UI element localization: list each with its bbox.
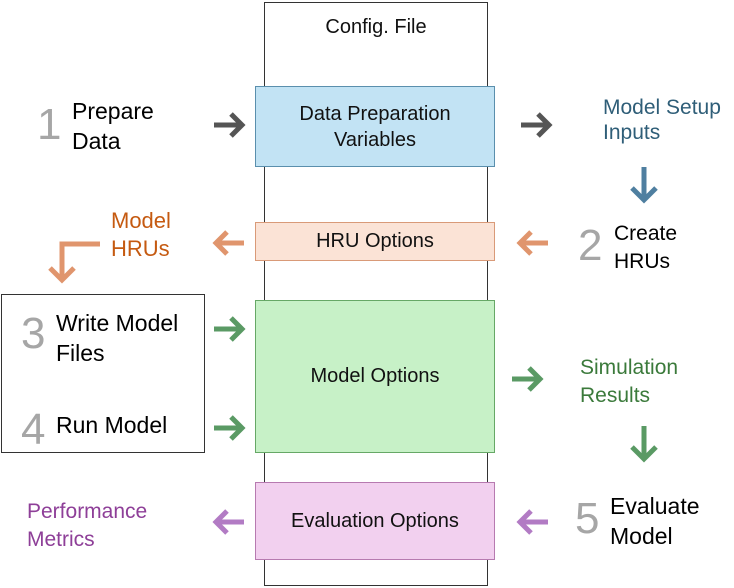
hru-options-label: HRU Options	[316, 230, 434, 252]
model-setup-inputs-line2: Inputs	[603, 120, 661, 144]
step-2-label: Create HRUs	[614, 222, 677, 275]
step-5-number: 5	[575, 494, 600, 543]
simulation-results-label: Simulation Results	[580, 356, 678, 409]
step-3-line2: Files	[56, 340, 105, 367]
arrow-right-icon	[521, 112, 553, 138]
bent-arrow-down-icon	[48, 241, 100, 284]
arrow-right-icon	[512, 366, 544, 392]
model-setup-inputs-label: Model Setup Inputs	[603, 96, 721, 146]
evaluation-options-box: Evaluation Options	[255, 482, 495, 560]
step-5-line1: Evaluate	[610, 493, 700, 519]
simulation-results-line1: Simulation	[580, 356, 679, 379]
evaluation-options-label: Evaluation Options	[291, 509, 459, 532]
step-3-number: 3	[21, 309, 46, 358]
model-hrus-label: Model HRUs	[111, 208, 171, 262]
step-1-line2: Data	[72, 128, 121, 155]
model-hrus-line2: HRUs	[111, 235, 170, 261]
arrow-left-icon	[516, 230, 548, 256]
arrow-left-icon	[212, 509, 244, 535]
step-3-line1: Write Model	[56, 310, 179, 336]
arrow-left-icon	[516, 509, 548, 535]
performance-metrics-line1: Performance	[27, 500, 148, 523]
step-5-label: Evaluate Model	[610, 493, 700, 550]
step-2-line2: HRUs	[614, 249, 670, 273]
step-3-label: Write Model Files	[56, 310, 178, 367]
config-file-label: Config. File	[325, 16, 427, 38]
simulation-results-line2: Results	[580, 383, 651, 407]
arrow-right-icon	[214, 316, 246, 342]
step-2-line1: Create	[614, 222, 678, 245]
model-options-box: Model Options	[255, 300, 495, 453]
model-setup-inputs-line1: Model Setup	[603, 96, 721, 119]
step-1-label: Prepare Data	[72, 98, 154, 155]
data-preparation-box: Data Preparation Variables	[255, 86, 495, 167]
step-4-number: 4	[21, 405, 46, 454]
model-options-label: Model Options	[310, 365, 440, 387]
step-5-line2: Model	[610, 523, 673, 550]
config-file-column: Config. File	[264, 2, 488, 586]
model-hrus-line1: Model	[111, 208, 171, 233]
arrow-right-icon	[214, 415, 246, 441]
arrow-right-icon	[214, 112, 246, 138]
data-preparation-line1: Data Preparation	[299, 102, 451, 125]
step-1-line1: Prepare	[72, 98, 154, 124]
arrow-down-icon	[630, 426, 658, 463]
step-2-number: 2	[578, 221, 603, 270]
hru-options-box: HRU Options	[255, 222, 495, 261]
performance-metrics-label: Performance Metrics	[27, 500, 147, 553]
step-4-label: Run Model	[56, 412, 168, 438]
data-preparation-line2: Variables	[334, 128, 416, 151]
step-1-number: 1	[37, 100, 62, 149]
arrow-left-icon	[212, 230, 244, 256]
performance-metrics-line2: Metrics	[27, 527, 95, 551]
model-steps-box	[1, 294, 205, 453]
arrow-down-icon	[630, 167, 658, 204]
